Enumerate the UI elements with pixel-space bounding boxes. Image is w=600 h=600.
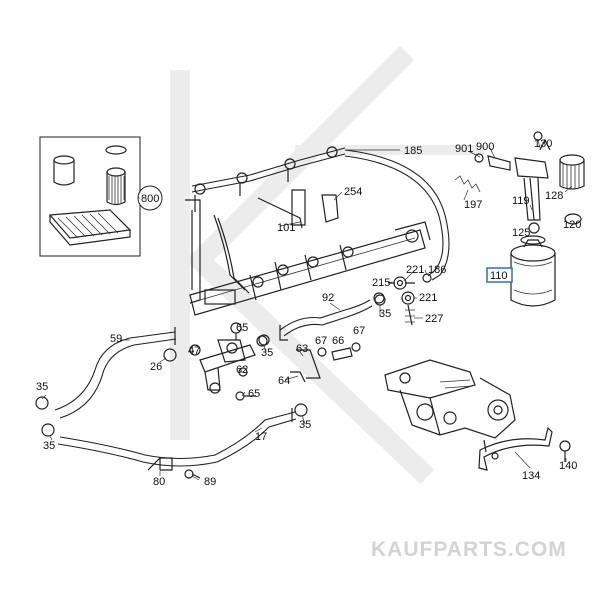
label-35-left-lower[interactable]: 35	[43, 440, 55, 452]
label-186[interactable]: 186	[428, 264, 446, 276]
label-197[interactable]: 197	[464, 199, 482, 211]
label-134[interactable]: 134	[522, 470, 540, 482]
return-hose[interactable]	[344, 149, 450, 281]
label-119[interactable]: 119	[512, 195, 530, 207]
label-800[interactable]: 800	[141, 193, 159, 205]
label-125[interactable]: 125	[512, 227, 530, 239]
label-80[interactable]: 80	[153, 476, 165, 488]
hose-59[interactable]	[54, 327, 177, 419]
hose-17[interactable]	[57, 408, 297, 467]
hose-clamps-35[interactable]	[35, 292, 385, 437]
label-65-upper[interactable]: 65	[236, 322, 248, 334]
label-140[interactable]: 140	[559, 460, 577, 472]
label-101[interactable]: 101	[277, 222, 295, 234]
label-221-lower[interactable]: 221	[419, 292, 437, 304]
label-64[interactable]: 64	[278, 375, 290, 387]
leak-off-line[interactable]	[191, 146, 346, 212]
label-130[interactable]: 130	[534, 138, 552, 150]
label-185[interactable]: 185	[404, 145, 422, 157]
label-35-pump[interactable]: 35	[379, 308, 391, 320]
label-120[interactable]: 120	[563, 219, 581, 231]
leader-lines	[41, 139, 573, 481]
fuel-heater-sensor[interactable]	[454, 131, 585, 245]
highlight-frame-110	[486, 267, 513, 283]
label-47[interactable]: 47	[188, 345, 200, 357]
label-67-left[interactable]: 67	[315, 335, 327, 347]
label-92[interactable]: 92	[322, 292, 334, 304]
label-62[interactable]: 62	[236, 364, 248, 376]
label-63[interactable]: 63	[296, 343, 308, 355]
label-67-right[interactable]: 67	[353, 325, 365, 337]
label-901[interactable]: 901	[455, 143, 473, 155]
bracket-101[interactable]	[257, 189, 339, 229]
label-227[interactable]: 227	[425, 313, 443, 325]
label-35-left-upper[interactable]: 35	[36, 381, 48, 393]
label-900[interactable]: 900	[476, 141, 494, 153]
fuel-rail-assembly[interactable]	[185, 199, 431, 316]
label-26[interactable]: 26	[150, 361, 162, 373]
label-65-lower[interactable]: 65	[248, 388, 260, 400]
label-59[interactable]: 59	[110, 333, 122, 345]
filter-bracket-134[interactable]	[478, 426, 571, 471]
high-pressure-pump[interactable]	[384, 359, 516, 439]
label-35-right[interactable]: 35	[299, 419, 311, 431]
fuel-filter-110[interactable]	[510, 239, 556, 307]
label-215[interactable]: 215	[372, 277, 390, 289]
label-17[interactable]: 17	[255, 431, 267, 443]
watermark-text: KAUFPARTS.COM	[371, 538, 567, 561]
label-66[interactable]: 66	[332, 335, 344, 347]
pipe-and-bracket-63-64[interactable]	[235, 342, 361, 401]
callout-labels: 901 900 130 185 254 197 128 119 120 101 …	[36, 138, 581, 488]
hose-92[interactable]	[279, 299, 373, 341]
label-254[interactable]: 254	[344, 186, 362, 198]
label-128[interactable]: 128	[545, 190, 563, 202]
filter-kit-inset[interactable]	[39, 136, 163, 257]
label-35-valve[interactable]: 35	[261, 347, 273, 359]
label-89[interactable]: 89	[204, 476, 216, 488]
label-110[interactable]: 110	[490, 270, 508, 282]
bracket-80[interactable]	[147, 457, 201, 479]
label-221-upper[interactable]: 221	[406, 264, 424, 276]
